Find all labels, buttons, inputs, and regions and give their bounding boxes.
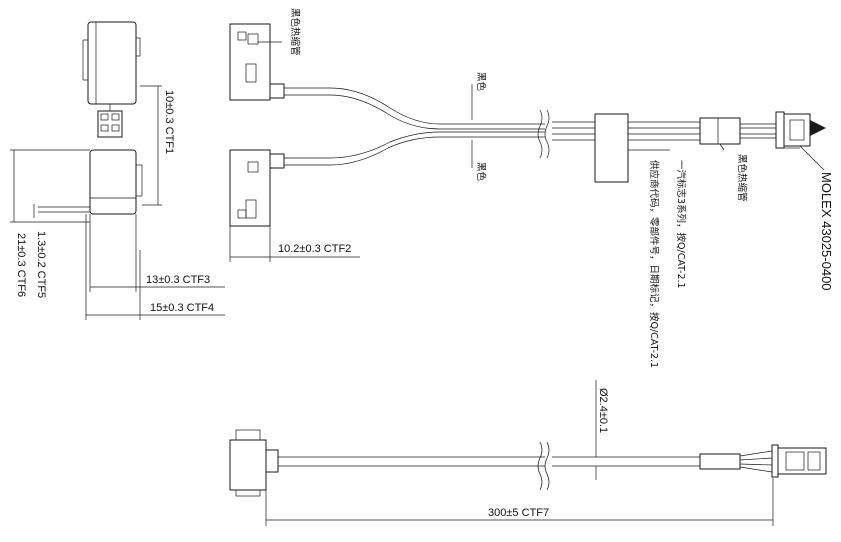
bottom-cable — [229, 429, 827, 497]
ctf3-label: 13±0.3 CTF3 — [146, 274, 210, 286]
heat-shrink-right — [699, 117, 776, 145]
y-wires — [284, 87, 700, 166]
ctf4-label: 15±0.3 CTF4 — [150, 302, 214, 314]
heat-shrink-top-label: 黑色热缩管 — [289, 8, 301, 56]
lower-connector — [229, 149, 285, 227]
molex-connector — [775, 111, 826, 153]
ctf1-label: 10±0.3 CTF1 — [163, 90, 175, 154]
label-band — [594, 113, 629, 183]
dim-ctf1: 10±0.3 CTF1 — [140, 85, 175, 206]
dim-ctf7: 300±5 CTF7 — [265, 472, 774, 526]
dim-ctf4: 15±0.3 CTF4 — [85, 214, 225, 320]
dim-diameter: Ø2.4±0.1 — [595, 380, 609, 480]
dim-ctf5: 1.3±0.2 CTF5 — [33, 204, 47, 298]
heat-shrink-right-label: 黑色热缩管 — [736, 154, 748, 202]
dim-ctf6: 21±0.3 CTF6 — [10, 149, 90, 297]
leader-lines — [258, 41, 825, 171]
ctf7-label: 300±5 CTF7 — [488, 507, 549, 519]
ctf2-label: 10.2±0.3 CTF2 — [278, 243, 351, 255]
spec-line1-label: 一汽标志3系列，按Q/CAT-2.1 — [675, 160, 687, 289]
diameter-label: Ø2.4±0.1 — [597, 388, 609, 433]
ctf6-label: 21±0.3 CTF6 — [15, 233, 27, 297]
black-upper-label: 黑色 — [475, 72, 487, 92]
dim-ctf2: 10.2±0.3 CTF2 — [229, 226, 360, 262]
ctf5-label: 1.3±0.2 CTF5 — [35, 231, 47, 298]
spec-line2-label: 供应商代码，零部件号，日期标记，按Q/CAT-2.1 — [648, 160, 660, 368]
upper-connector — [229, 23, 285, 101]
connector-side-view — [38, 21, 143, 215]
black-lower-label: 黑色 — [475, 162, 487, 182]
molex-label: MOLEX 43025-0400 — [819, 172, 834, 291]
dim-ctf3: 13±0.3 CTF3 — [89, 214, 225, 292]
